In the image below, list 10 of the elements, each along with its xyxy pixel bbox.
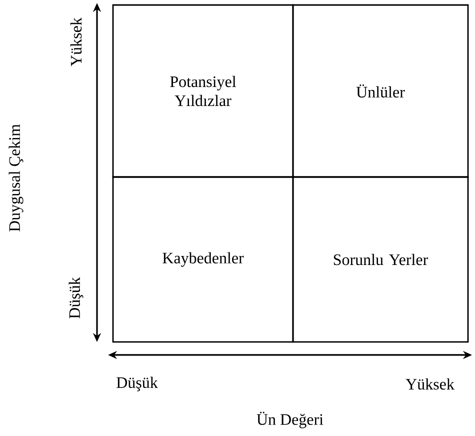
- axis-label: Duygusal Çekim: [8, 124, 24, 232]
- quadrant-cell: Potansiyel Yıldızlar: [112, 4, 294, 178]
- axis-label: Düşük: [116, 376, 158, 392]
- axis-label: Yüksek: [406, 378, 454, 390]
- axis-label: Düşük: [68, 277, 84, 318]
- axis-label: Yüksek: [70, 18, 82, 66]
- quadrant-cell: Kaybedenler: [112, 176, 294, 343]
- quadrant-cell: Sorunlu Yerler: [292, 176, 469, 343]
- axis-label: Ün Değeri: [256, 412, 324, 428]
- quadrant-cell: Ünlüler: [292, 4, 469, 178]
